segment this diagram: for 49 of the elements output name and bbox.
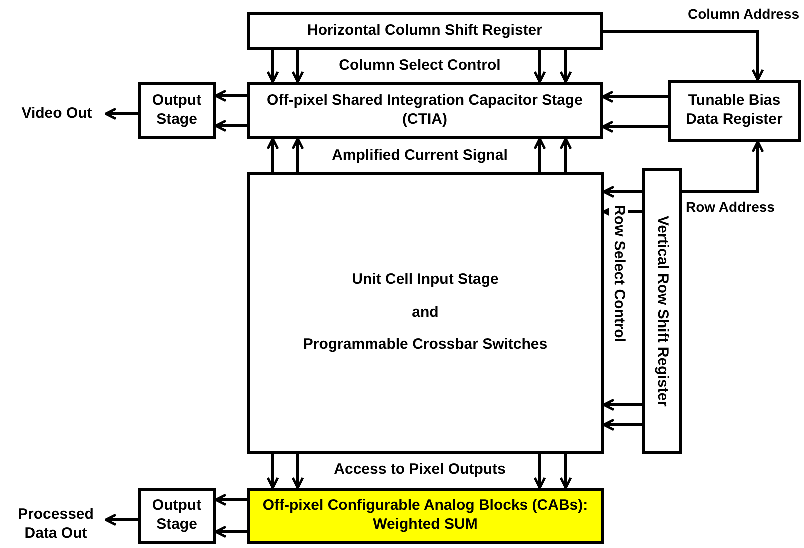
output-stage-box [138,488,216,544]
signal-label: Column Select Control [338,57,502,76]
node-label: and [412,304,439,322]
signal-label: Amplified Current Signal [331,147,509,166]
output-stage-box [138,82,216,139]
node-label: Output Stage [151,92,203,130]
node-label: Horizontal Column Shift Register [307,22,542,40]
node-label: Unit Cell Input Stage [352,270,499,290]
arrow [602,398,642,412]
pixel-array-box [247,172,604,454]
arrow [292,50,304,84]
arrow [534,138,546,172]
node-label: Processed Data Out [17,506,95,544]
arrow [214,526,247,538]
arrow [560,138,572,172]
arrow [266,138,280,172]
integration-stage-box [247,82,603,139]
arrow [682,140,764,194]
register-box [642,168,682,454]
node-label: Vertical Row Shift Register [653,216,672,406]
analog-blocks-box [247,488,604,544]
arrow [104,514,138,526]
arrow [603,30,764,82]
arrow [560,454,572,490]
node-label: Output Stage [151,497,203,535]
arrow [602,120,668,134]
node-label: Off-pixel Configurable Analog Blocks (CABs): Weighted SUM [262,497,590,535]
arrow [266,50,280,84]
arrow [534,50,546,84]
signal-label: Access to Pixel Outputs [333,461,507,480]
arrow [214,120,247,132]
arrow [292,454,304,490]
node-label: Off-pixel Shared Integration Capacitor Stage (CTIA) [266,92,584,130]
register-box [668,80,801,142]
arrow [602,186,642,198]
arrow [266,454,280,490]
arrow [534,454,546,490]
arrow [104,108,138,120]
arrow [602,90,668,104]
node-label: Programmable Crossbar Switches [303,336,548,356]
signal-label: Row Select Control [609,205,628,343]
arrow [602,418,642,432]
arrow [560,50,572,84]
arrow [214,494,247,506]
node-label: Video Out [22,104,92,124]
arrow [292,138,304,172]
node-label: Tunable Bias Data Register [685,92,784,130]
arrow [214,90,247,102]
register-box [247,12,603,50]
